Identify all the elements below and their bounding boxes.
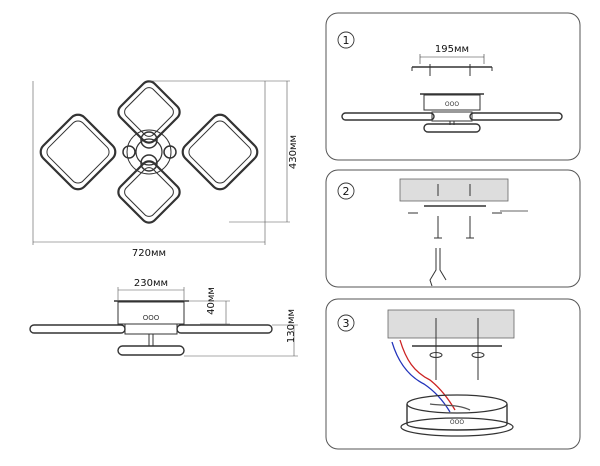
svg-text:OOO: OOO <box>445 101 459 108</box>
step-1-plate-width-label: 195мм <box>435 44 469 55</box>
step-3-fixture-base: OOO <box>400 394 514 437</box>
step-3-wires <box>391 339 471 413</box>
step-2-drilling <box>408 184 528 287</box>
step-2-ceiling <box>399 178 509 202</box>
fixture-side-view: OOO <box>29 300 273 356</box>
step-3-ceiling <box>387 309 515 339</box>
step-1-badge <box>337 31 355 49</box>
overview-height-label: 430мм <box>288 135 299 169</box>
svg-text:OOO: OOO <box>143 314 160 322</box>
step-3-badge <box>337 314 355 332</box>
step-2-number: 2 <box>343 185 350 198</box>
overview-dimension-lines <box>32 80 290 245</box>
step-1-panel <box>325 12 581 161</box>
svg-text:OOO: OOO <box>450 419 464 426</box>
overview-width-label: 720мм <box>132 248 166 259</box>
step-2-panel <box>325 169 581 288</box>
step-3-number: 3 <box>343 317 350 330</box>
step-1-number: 1 <box>343 34 350 47</box>
side-dimension-lines <box>117 287 298 357</box>
step-1-fixture: OOO <box>341 93 563 133</box>
side-mount-width-label: 230мм <box>134 278 168 289</box>
side-total-height-label: 130мм <box>286 309 297 343</box>
side-mount-depth-label: 40мм <box>206 287 217 315</box>
step-1-mount-plate <box>411 54 493 76</box>
fixture-top-view <box>39 80 259 224</box>
step-3-mount <box>412 318 502 380</box>
step-2-badge <box>337 182 355 200</box>
